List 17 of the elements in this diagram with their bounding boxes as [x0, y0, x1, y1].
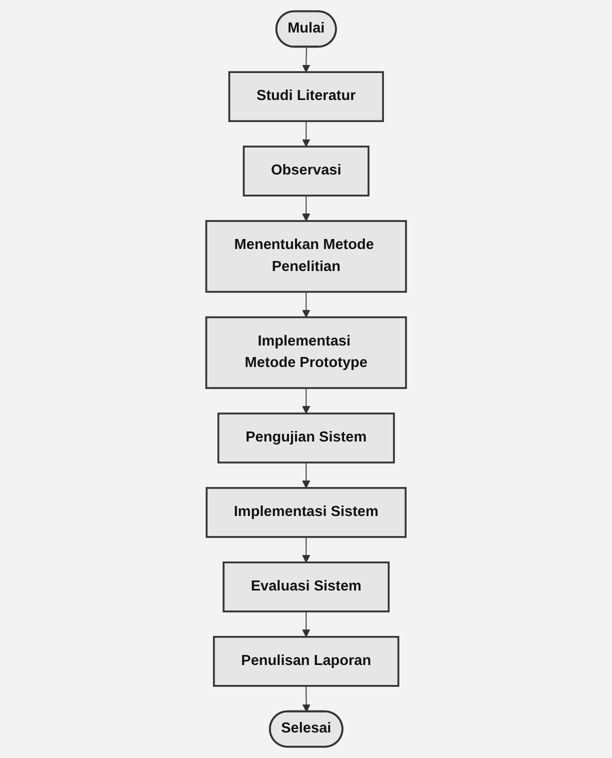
node-box: Menentukan Metode Penelitian — [205, 220, 407, 293]
arrow — [302, 610, 310, 638]
arrow — [302, 685, 310, 712]
arrow — [302, 291, 310, 318]
node-box: Observasi — [242, 146, 370, 196]
arrow — [302, 388, 310, 414]
arrow — [302, 120, 310, 147]
arrow — [302, 462, 310, 488]
arrow — [302, 536, 310, 563]
node-box: Pengujian Sistem — [217, 412, 395, 464]
node-box: Implementasi Sistem — [206, 487, 406, 538]
node-box: Penulisan Laporan — [212, 636, 400, 687]
node-box: Studi Literatur — [228, 71, 384, 122]
arrow — [302, 195, 310, 222]
node-box: Evaluasi Sistem — [222, 562, 390, 612]
arrow — [302, 46, 310, 72]
node-box: Implementasi Metode Prototype — [205, 316, 407, 389]
